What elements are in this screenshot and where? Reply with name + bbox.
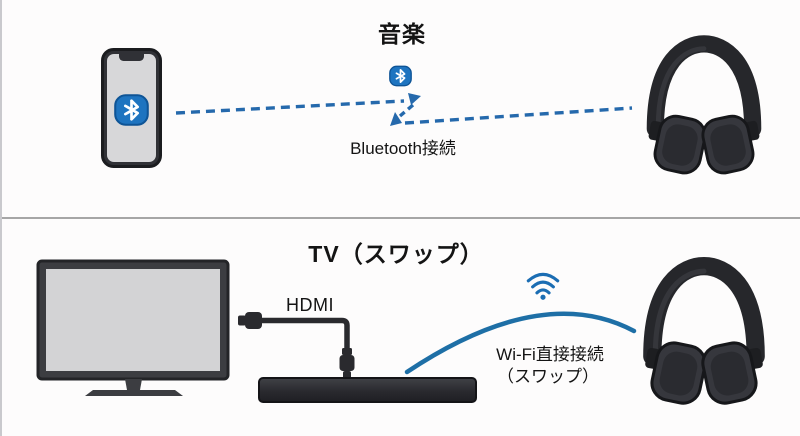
soundbar-illustration bbox=[258, 377, 477, 403]
headphones-illustration bbox=[637, 255, 771, 405]
panel-divider bbox=[2, 217, 800, 219]
music-panel-title: 音楽 bbox=[378, 21, 426, 47]
hdmi-cable-illustration bbox=[238, 312, 355, 379]
tv-illustration bbox=[36, 259, 230, 396]
bluetooth-icon bbox=[114, 94, 149, 126]
wifi-icon bbox=[526, 272, 560, 300]
hdmi-label: HDMI bbox=[286, 295, 334, 315]
bluetooth-icon bbox=[389, 61, 412, 91]
arrowhead-right-icon bbox=[408, 93, 421, 105]
arrowhead-left-icon bbox=[390, 112, 402, 126]
wifi-connection-label-line1: Wi-Fi直接接続 bbox=[496, 345, 604, 364]
smartphone-illustration bbox=[101, 48, 162, 168]
bluetooth-connection-label: Bluetooth接続 bbox=[350, 139, 456, 158]
tv-panel-title: TV（スワップ） bbox=[308, 241, 484, 267]
wifi-connection-label-line2: （スワップ） bbox=[497, 367, 599, 386]
phone-notch bbox=[119, 54, 144, 61]
headphones-illustration bbox=[641, 33, 767, 175]
